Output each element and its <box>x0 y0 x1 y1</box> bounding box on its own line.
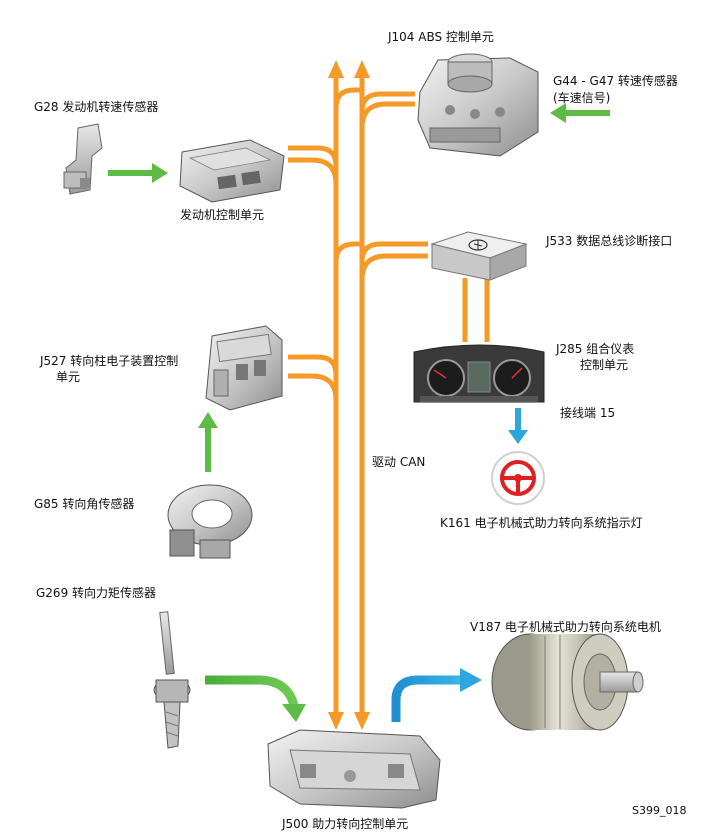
abs-unit-icon <box>417 53 539 157</box>
j500-to-v187-arrow <box>391 668 482 722</box>
g28-label: G28 发动机转速传感器 <box>34 100 159 114</box>
j285-to-k161-arrow <box>508 408 528 444</box>
g28-sensor-icon <box>63 123 103 195</box>
can-bus <box>288 78 490 722</box>
j533-gateway-icon <box>430 231 528 281</box>
g269-to-j500-arrow <box>205 675 306 722</box>
j285-label-line2: 控制单元 <box>580 358 629 372</box>
can-arrowheads <box>328 60 370 730</box>
j533-label: J533 数据总线诊断接口 <box>546 234 673 248</box>
j527-module-icon <box>205 325 283 411</box>
g44-label-line2: (车速信号) <box>553 91 611 105</box>
g44-to-abs-arrow <box>550 103 610 123</box>
j527-label-line2: 单元 <box>56 370 81 384</box>
j104-label: J104 ABS 控制单元 <box>388 30 494 44</box>
g85-sensor-icon <box>167 484 253 559</box>
j527-label-line1: J527 转向柱电子装置控制 <box>40 354 179 368</box>
k161-label: K161 电子机械式助力转向系统指示灯 <box>440 516 643 530</box>
v187-label: V187 电子机械式助力转向系统电机 <box>470 620 661 634</box>
g85-label: G85 转向角传感器 <box>34 497 135 511</box>
g28-to-ecu-arrow <box>108 163 168 183</box>
engine-ecu-icon <box>179 139 285 203</box>
j500-label: J500 助力转向控制单元 <box>282 817 409 831</box>
g269-label: G269 转向力矩传感器 <box>36 586 157 600</box>
drive-can-label: 驱动 CAN <box>372 455 426 469</box>
g269-torque-sensor-icon <box>153 611 191 749</box>
terminal15-label: 接线端 15 <box>560 406 616 420</box>
j285-label-line1: J285 组合仪表 <box>556 342 635 356</box>
engine-ecu-label: 发动机控制单元 <box>180 208 265 222</box>
instrument-cluster-icon <box>413 344 545 403</box>
g85-to-j527-arrow <box>198 412 218 472</box>
g44-label-line1: G44 - G47 转速传感器 <box>553 74 678 88</box>
steering-wheel-warning-icon <box>491 451 545 505</box>
v187-motor-icon <box>491 633 644 731</box>
figure-code: S399_018 <box>632 804 687 817</box>
j500-unit-icon <box>267 729 441 809</box>
